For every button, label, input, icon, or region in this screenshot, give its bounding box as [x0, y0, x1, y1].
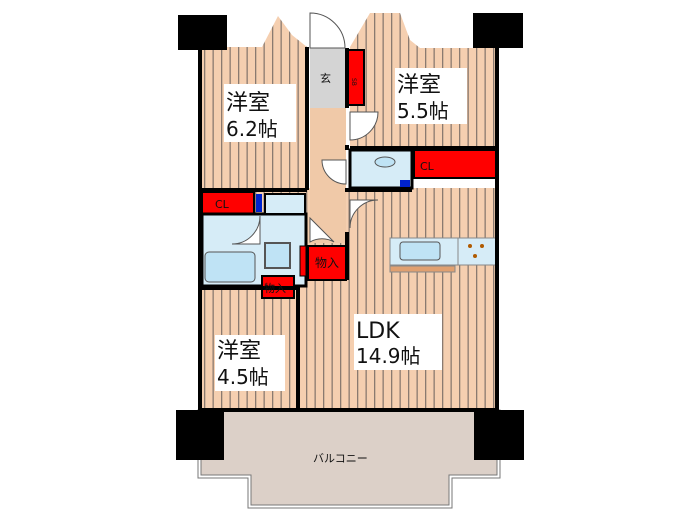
- pillar: [178, 15, 227, 50]
- ldk-name: LDK: [356, 319, 400, 344]
- stove: [457, 237, 497, 266]
- shoe-box-label: SB: [350, 78, 357, 86]
- bedroom3-name: 洋室: [217, 339, 261, 364]
- label-box: [354, 314, 442, 370]
- closet2: [413, 149, 497, 179]
- pillar: [176, 410, 224, 460]
- pipe-space: [400, 180, 410, 187]
- pipe-space: [256, 194, 262, 212]
- bathtub: [204, 251, 256, 283]
- washing-machine: [264, 242, 291, 269]
- pillar: [474, 410, 524, 460]
- label-box: [395, 68, 467, 124]
- storage1-label: 物入: [315, 256, 339, 270]
- storage2-label: 物入: [264, 281, 286, 295]
- washbasin: [264, 193, 306, 215]
- storage-small: [299, 245, 307, 277]
- closet1-label: CL: [215, 198, 230, 211]
- label-box: [224, 84, 296, 142]
- sink: [399, 241, 441, 261]
- bedroom3-size: 4.5帖: [217, 365, 269, 389]
- toilet-bowl: [374, 156, 396, 168]
- bedroom1-name: 洋室: [226, 91, 270, 116]
- balcony-label: バルコニー: [313, 452, 368, 465]
- counter: [389, 265, 456, 273]
- label-box: [215, 335, 285, 391]
- doors: [231, 12, 379, 245]
- bedroom2-size: 5.5帖: [397, 99, 449, 123]
- ldk-size: 14.9帖: [356, 344, 421, 368]
- entrance: [310, 48, 346, 108]
- pillar: [473, 13, 523, 48]
- closet2-label: CL: [420, 160, 435, 173]
- walls: [198, 47, 499, 412]
- balcony: [197, 409, 501, 509]
- entrance-label: 玄: [320, 71, 331, 85]
- bedroom2-name: 洋室: [397, 73, 441, 98]
- bedroom1-size: 6.2帖: [226, 117, 278, 141]
